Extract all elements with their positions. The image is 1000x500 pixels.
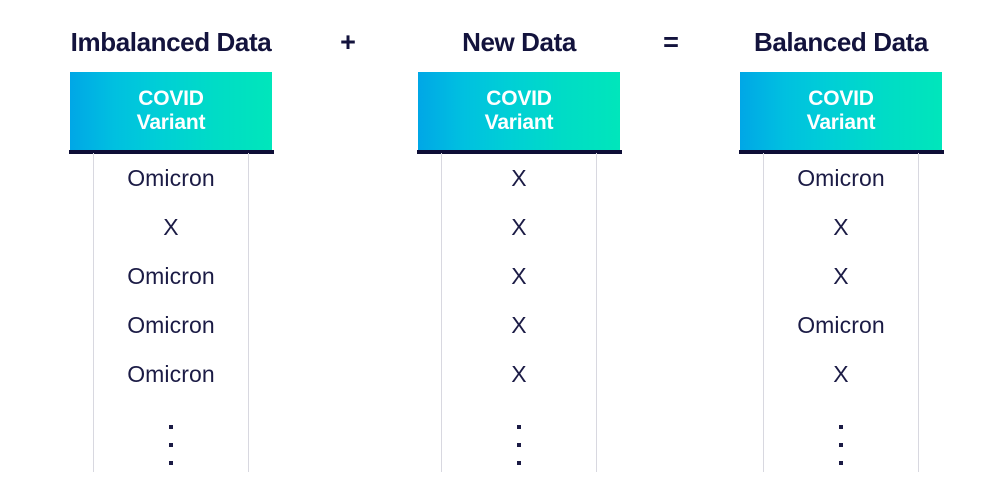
header-label-line2: Variant xyxy=(136,111,206,134)
cell-value: Omicron xyxy=(127,311,215,338)
cell-value: X xyxy=(511,262,527,289)
cell-value: X xyxy=(511,360,527,387)
ellipsis-dot xyxy=(839,425,843,429)
grid-divider-right xyxy=(248,153,249,472)
grid-divider-left xyxy=(763,153,764,472)
table-row: Omicron xyxy=(740,153,942,202)
ellipsis-dot xyxy=(517,461,521,465)
table-header-cell: COVID Variant xyxy=(740,72,942,150)
table-row: Omicron xyxy=(70,349,272,398)
table-row: X xyxy=(740,349,942,398)
cell-value: Omicron xyxy=(127,164,215,191)
vertical-ellipsis-icon xyxy=(740,398,942,478)
table-header-cell: COVID Variant xyxy=(418,72,620,150)
operator-equals: = xyxy=(663,27,679,57)
grid-divider-right xyxy=(596,153,597,472)
table-row: Omicron xyxy=(70,251,272,300)
header-label-line1: COVID xyxy=(808,87,874,110)
ellipsis-dot xyxy=(839,461,843,465)
table-row: Omicron xyxy=(740,300,942,349)
table-caption: Imbalanced Data xyxy=(70,27,272,57)
table-body: Omicron X X Omicron X xyxy=(740,153,942,478)
header-label-line1: COVID xyxy=(486,87,552,110)
cell-value: X xyxy=(511,213,527,240)
cell-value: X xyxy=(833,213,849,240)
header-label-line2: Variant xyxy=(484,111,554,134)
ellipsis-dot xyxy=(169,443,173,447)
table-row: X xyxy=(70,202,272,251)
table-row: X xyxy=(418,251,620,300)
table-caption: New Data xyxy=(462,27,576,57)
vertical-ellipsis-icon xyxy=(70,398,272,478)
table-row: X xyxy=(740,202,942,251)
table-header-cell: COVID Variant xyxy=(70,72,272,150)
cell-value: X xyxy=(511,311,527,338)
table-balanced-data: Balanced Data COVID Variant Omicron X X … xyxy=(739,0,944,500)
table-row: X xyxy=(418,349,620,398)
grid-divider-left xyxy=(93,153,94,472)
header-underline-rule xyxy=(739,150,944,154)
table-row: X xyxy=(740,251,942,300)
ellipsis-dot xyxy=(517,443,521,447)
table-row: Omicron xyxy=(70,153,272,202)
cell-value: X xyxy=(833,360,849,387)
ellipsis-dot xyxy=(169,425,173,429)
table-row: Omicron xyxy=(70,300,272,349)
cell-value: Omicron xyxy=(797,164,885,191)
header-label-line2: Variant xyxy=(806,111,876,134)
cell-value: Omicron xyxy=(127,360,215,387)
cell-value: Omicron xyxy=(127,262,215,289)
ellipsis-dot xyxy=(169,461,173,465)
table-body: Omicron X Omicron Omicron Omicron xyxy=(70,153,272,478)
table-row: X xyxy=(418,153,620,202)
cell-value: X xyxy=(511,164,527,191)
table-row: X xyxy=(418,300,620,349)
ellipsis-dot xyxy=(839,443,843,447)
cell-value: X xyxy=(163,213,179,240)
vertical-ellipsis-icon xyxy=(418,398,620,478)
table-imbalanced-data: Imbalanced Data COVID Variant Omicron X … xyxy=(69,0,274,500)
table-new-data: New Data COVID Variant X X X X X xyxy=(417,0,622,500)
cell-value: X xyxy=(833,262,849,289)
header-label-line1: COVID xyxy=(138,87,204,110)
header-underline-rule xyxy=(69,150,274,154)
ellipsis-dot xyxy=(517,425,521,429)
cell-value: Omicron xyxy=(797,311,885,338)
grid-divider-right xyxy=(918,153,919,472)
table-body: X X X X X xyxy=(418,153,620,478)
header-underline-rule xyxy=(417,150,622,154)
table-caption: Balanced Data xyxy=(754,27,928,57)
table-row: X xyxy=(418,202,620,251)
grid-divider-left xyxy=(441,153,442,472)
operator-plus: + xyxy=(340,27,356,57)
